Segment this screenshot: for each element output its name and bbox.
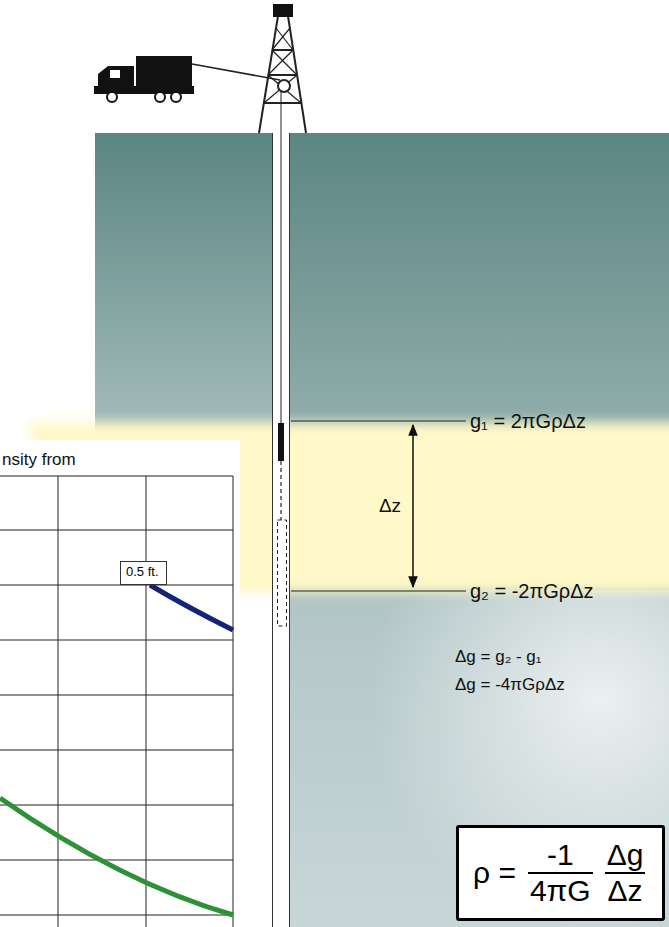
gravity-tool bbox=[278, 423, 284, 461]
tool-travel bbox=[280, 461, 281, 520]
derrick-brace bbox=[268, 74, 297, 76]
crown-block bbox=[273, 4, 293, 17]
grid-line bbox=[0, 640, 233, 641]
dz-arrow bbox=[412, 425, 414, 587]
chart-grid bbox=[0, 476, 233, 927]
sheave-wheel bbox=[278, 80, 290, 92]
logging-truck bbox=[94, 56, 194, 102]
grid-line bbox=[0, 695, 233, 696]
gravity-reading: g₁ = 2πGρΔz bbox=[470, 410, 586, 433]
chart-panel bbox=[0, 440, 240, 927]
ground-glow bbox=[290, 590, 669, 927]
grid-line bbox=[0, 750, 233, 751]
level-line bbox=[291, 591, 466, 592]
grid-line bbox=[0, 476, 233, 477]
blue-curve bbox=[150, 585, 233, 630]
wireline-cable bbox=[192, 64, 280, 80]
curve-label: 0.5 ft. bbox=[120, 561, 167, 585]
gravity-reading: g₂ = -2πGρΔz bbox=[470, 580, 594, 603]
curve-label-text: 0.5 ft. bbox=[126, 564, 161, 580]
truck-wheel bbox=[107, 92, 117, 102]
band-fill bbox=[560, 430, 669, 580]
derrick-brace bbox=[272, 49, 293, 51]
grid-line bbox=[0, 860, 233, 861]
borehole-wall bbox=[272, 133, 273, 927]
formula-fraction: Δg Δz bbox=[605, 837, 646, 909]
tool-lower-position bbox=[278, 520, 287, 626]
derrick-brace bbox=[272, 28, 290, 50]
derrick-brace bbox=[264, 75, 297, 103]
truck-wheel bbox=[171, 92, 181, 102]
level-line bbox=[291, 421, 466, 422]
grid-line bbox=[0, 805, 233, 806]
formula-lhs: ρ = bbox=[473, 856, 516, 890]
grid-line bbox=[58, 476, 59, 927]
equation: Δg = g₂ - g₁ bbox=[455, 647, 542, 667]
truck-window bbox=[110, 70, 120, 78]
ground-left bbox=[95, 133, 272, 433]
chart-title-fragment: nsity from bbox=[2, 450, 76, 470]
grid-line bbox=[146, 476, 147, 927]
grid-line bbox=[0, 585, 233, 586]
equation: Δg = -4πGρΔz bbox=[455, 675, 565, 695]
grid-line bbox=[0, 530, 233, 531]
green-curve bbox=[0, 798, 233, 915]
derrick bbox=[259, 16, 306, 133]
borehole-wall bbox=[289, 133, 290, 927]
interval-label: Δz bbox=[379, 495, 401, 517]
formula-fraction: -1 4πG bbox=[528, 837, 593, 909]
formula-box: ρ = -1 4πG Δg Δz bbox=[456, 825, 665, 921]
truck-wheel bbox=[155, 92, 165, 102]
derrick-brace bbox=[272, 50, 297, 75]
grid-line bbox=[233, 476, 234, 927]
derrick-brace bbox=[264, 102, 301, 104]
wireline-cable bbox=[281, 90, 282, 423]
grid-line bbox=[0, 915, 233, 916]
derrick-brace bbox=[276, 28, 293, 50]
derrick-brace bbox=[268, 50, 293, 75]
